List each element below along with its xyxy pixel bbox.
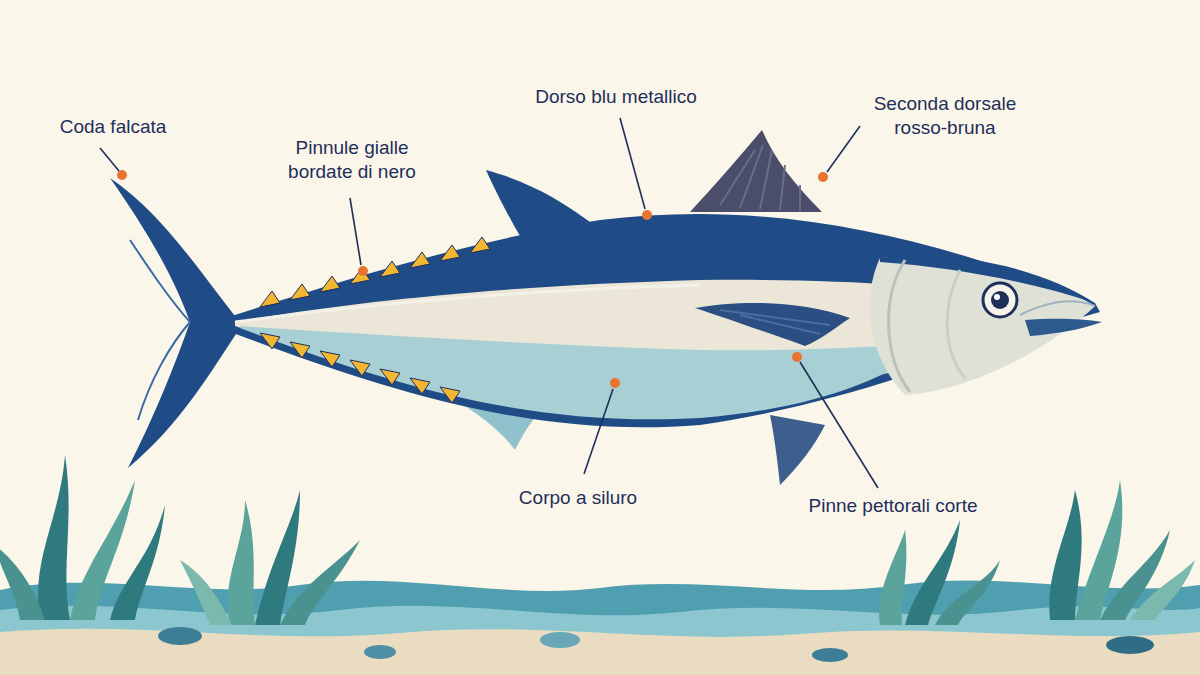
seabed	[0, 580, 1200, 675]
part-label: Corpo a siluro	[519, 486, 637, 510]
leader-lines	[100, 118, 878, 488]
tuna-body	[225, 214, 1100, 427]
pelvic-fin	[770, 415, 825, 485]
part-label: Coda falcata	[60, 115, 167, 139]
part-label: Dorso blu metallico	[535, 85, 697, 109]
seaweed	[0, 455, 1195, 625]
part-label: Pinnule gialle bordate di nero	[272, 136, 432, 184]
finlets	[260, 237, 490, 403]
tail-fin	[110, 178, 240, 468]
part-label: Seconda dorsale rosso-bruna	[865, 92, 1025, 140]
pectoral-fin	[695, 303, 850, 346]
second-dorsal-fin	[690, 130, 822, 212]
callout-dots	[117, 170, 828, 388]
part-label: Pinne pettorali corte	[809, 494, 978, 518]
